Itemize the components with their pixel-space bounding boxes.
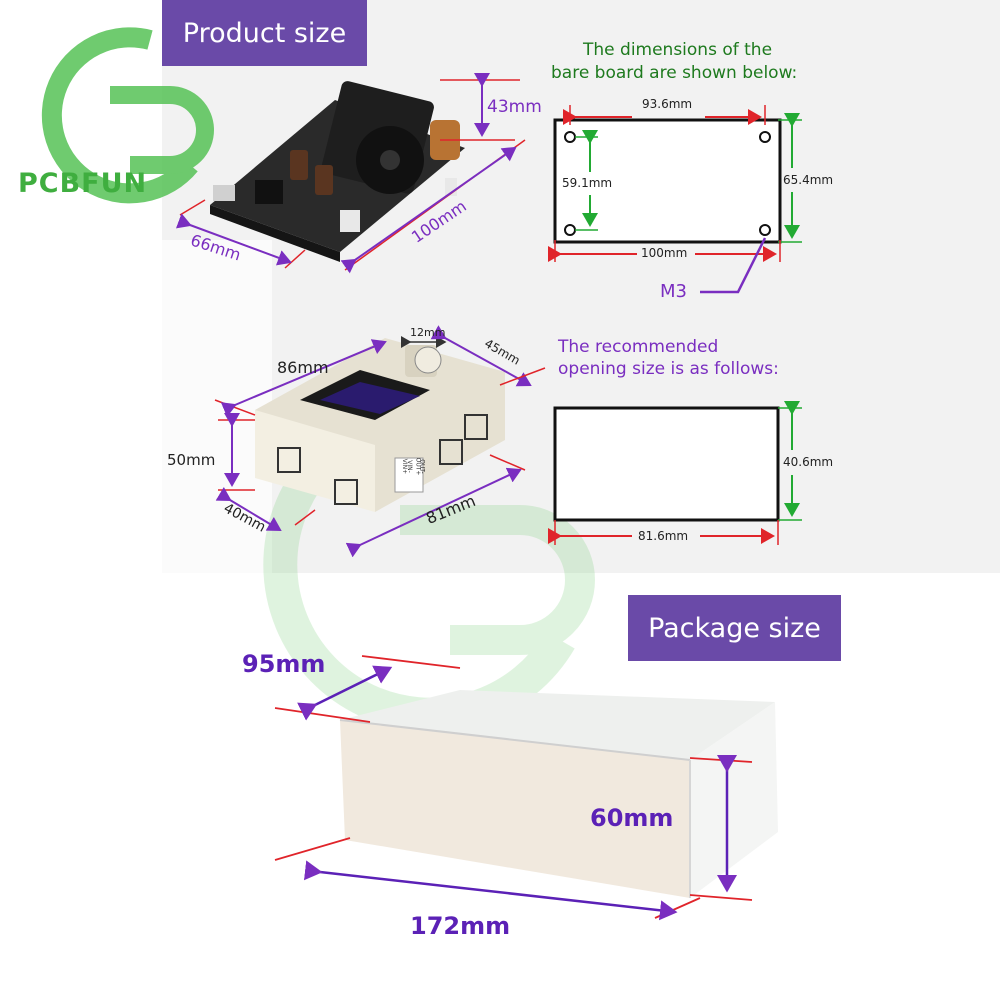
brand-logo-icon bbox=[41, 27, 214, 204]
board-width-schematic-label: 100mm bbox=[641, 246, 688, 260]
product-size-banner: Product size bbox=[162, 0, 367, 66]
package-box-illustration bbox=[339, 690, 778, 898]
brand-name: PCBFUN bbox=[18, 168, 148, 199]
screw-size-label: M3 bbox=[660, 281, 687, 302]
opening-caption-line2: opening size is as follows: bbox=[558, 359, 779, 379]
hole-spacing-y-label: 59.1mm bbox=[562, 176, 613, 190]
package-dimension-lines bbox=[274, 655, 753, 921]
bare-board-schematic bbox=[548, 105, 802, 294]
board-height-schematic-label: 65.4mm bbox=[783, 173, 834, 187]
terminal-label: OUT- bbox=[418, 459, 426, 474]
package-length-label: 172mm bbox=[410, 912, 511, 940]
opening-width-label: 81.6mm bbox=[638, 529, 689, 543]
board-dimension-lines bbox=[175, 73, 526, 274]
housing-dimension-lines bbox=[214, 325, 546, 558]
bare-board-caption-line1: The dimensions of the bbox=[583, 40, 773, 60]
opening-height-label: 40.6mm bbox=[783, 455, 834, 469]
bare-board-caption-line2: bare board are shown below: bbox=[551, 63, 798, 83]
opening-schematic bbox=[548, 401, 802, 545]
board-height-label: 43mm bbox=[487, 97, 542, 117]
package-size-banner: Package size bbox=[628, 595, 841, 661]
package-depth-label: 95mm bbox=[242, 650, 326, 678]
housing-height-label: 50mm bbox=[167, 451, 216, 469]
housing-width-label: 86mm bbox=[277, 358, 329, 377]
package-height-label: 60mm bbox=[590, 804, 674, 832]
opening-caption-line1: The recommended bbox=[558, 337, 719, 357]
knob-diameter-label: 12mm bbox=[410, 326, 446, 339]
terminal-label: VIN- bbox=[405, 460, 413, 473]
hole-spacing-x-label: 93.6mm bbox=[642, 97, 693, 111]
